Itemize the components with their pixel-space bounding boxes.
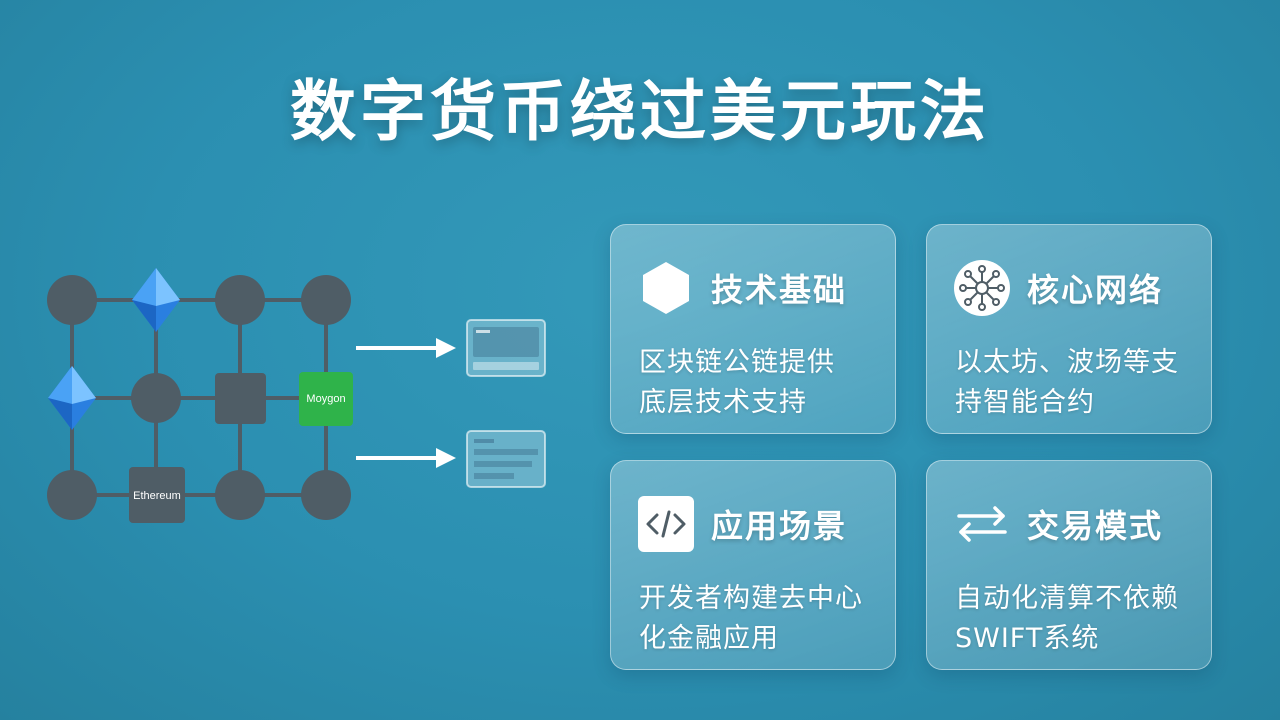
card-description: 以太坊、波场等支 持智能合约 [955,343,1195,423]
card-description-line: 底层技术支持 [639,387,807,418]
network-hub-icon [953,259,1011,317]
card-description-line: 开发者构建去中心 [639,583,863,614]
card-trading-mode: 交易模式 自动化清算不依赖 SWIFT系统 [926,460,1212,670]
ethereum-diamond-icon [48,366,96,430]
document-panel-icon [466,430,546,488]
card-description: 开发者构建去中心 化金融应用 [639,579,879,659]
card-description-line: 区块链公链提供 [639,347,835,378]
arrow-right-icon [356,448,456,468]
ethereum-diamond-icon [132,268,180,332]
card-title: 技术基础 [711,271,848,309]
moygon-node [299,372,353,426]
card-description-line: 以太坊、波场等支 [955,347,1179,378]
card-description-line: 化金融应用 [639,623,779,654]
card-description-line: 自动化清算不依赖 [955,583,1179,614]
page-title: 数字货币绕过美元玩法 [290,73,990,150]
card-description-line: 持智能合约 [955,387,1095,418]
card-title: 应用场景 [711,507,848,545]
card-title: 核心网络 [1027,271,1164,309]
card-title: 交易模式 [1027,507,1164,545]
card-tech-foundation: 技术基础 区块链公链提供 底层技术支持 [610,224,896,434]
network-links [70,298,328,497]
card-description: 自动化清算不依赖 SWIFT系统 [955,579,1195,659]
network-node [215,470,265,520]
document-panel-icon [466,319,546,377]
network-square-node [215,373,266,424]
blockchain-network-diagram: Moygon Ethereum [47,268,546,523]
ethereum-node [129,467,185,523]
network-node [47,470,97,520]
network-node [301,470,351,520]
exchange-arrows-icon [953,495,1011,553]
card-core-network: 核心网络 以太坊、波场等支 持智能合约 [926,224,1212,434]
moygon-label: Moygon [306,393,345,405]
card-description-line: SWIFT系统 [955,623,1100,654]
hexagon-icon [637,259,695,317]
card-description: 区块链公链提供 底层技术支持 [639,343,879,423]
code-icon [637,495,695,553]
arrow-right-icon [356,338,456,358]
network-node [215,275,265,325]
network-node [131,373,181,423]
network-node [301,275,351,325]
network-node [47,275,97,325]
card-application-scenarios: 应用场景 开发者构建去中心 化金融应用 [610,460,896,670]
ethereum-label: Ethereum [133,490,181,502]
